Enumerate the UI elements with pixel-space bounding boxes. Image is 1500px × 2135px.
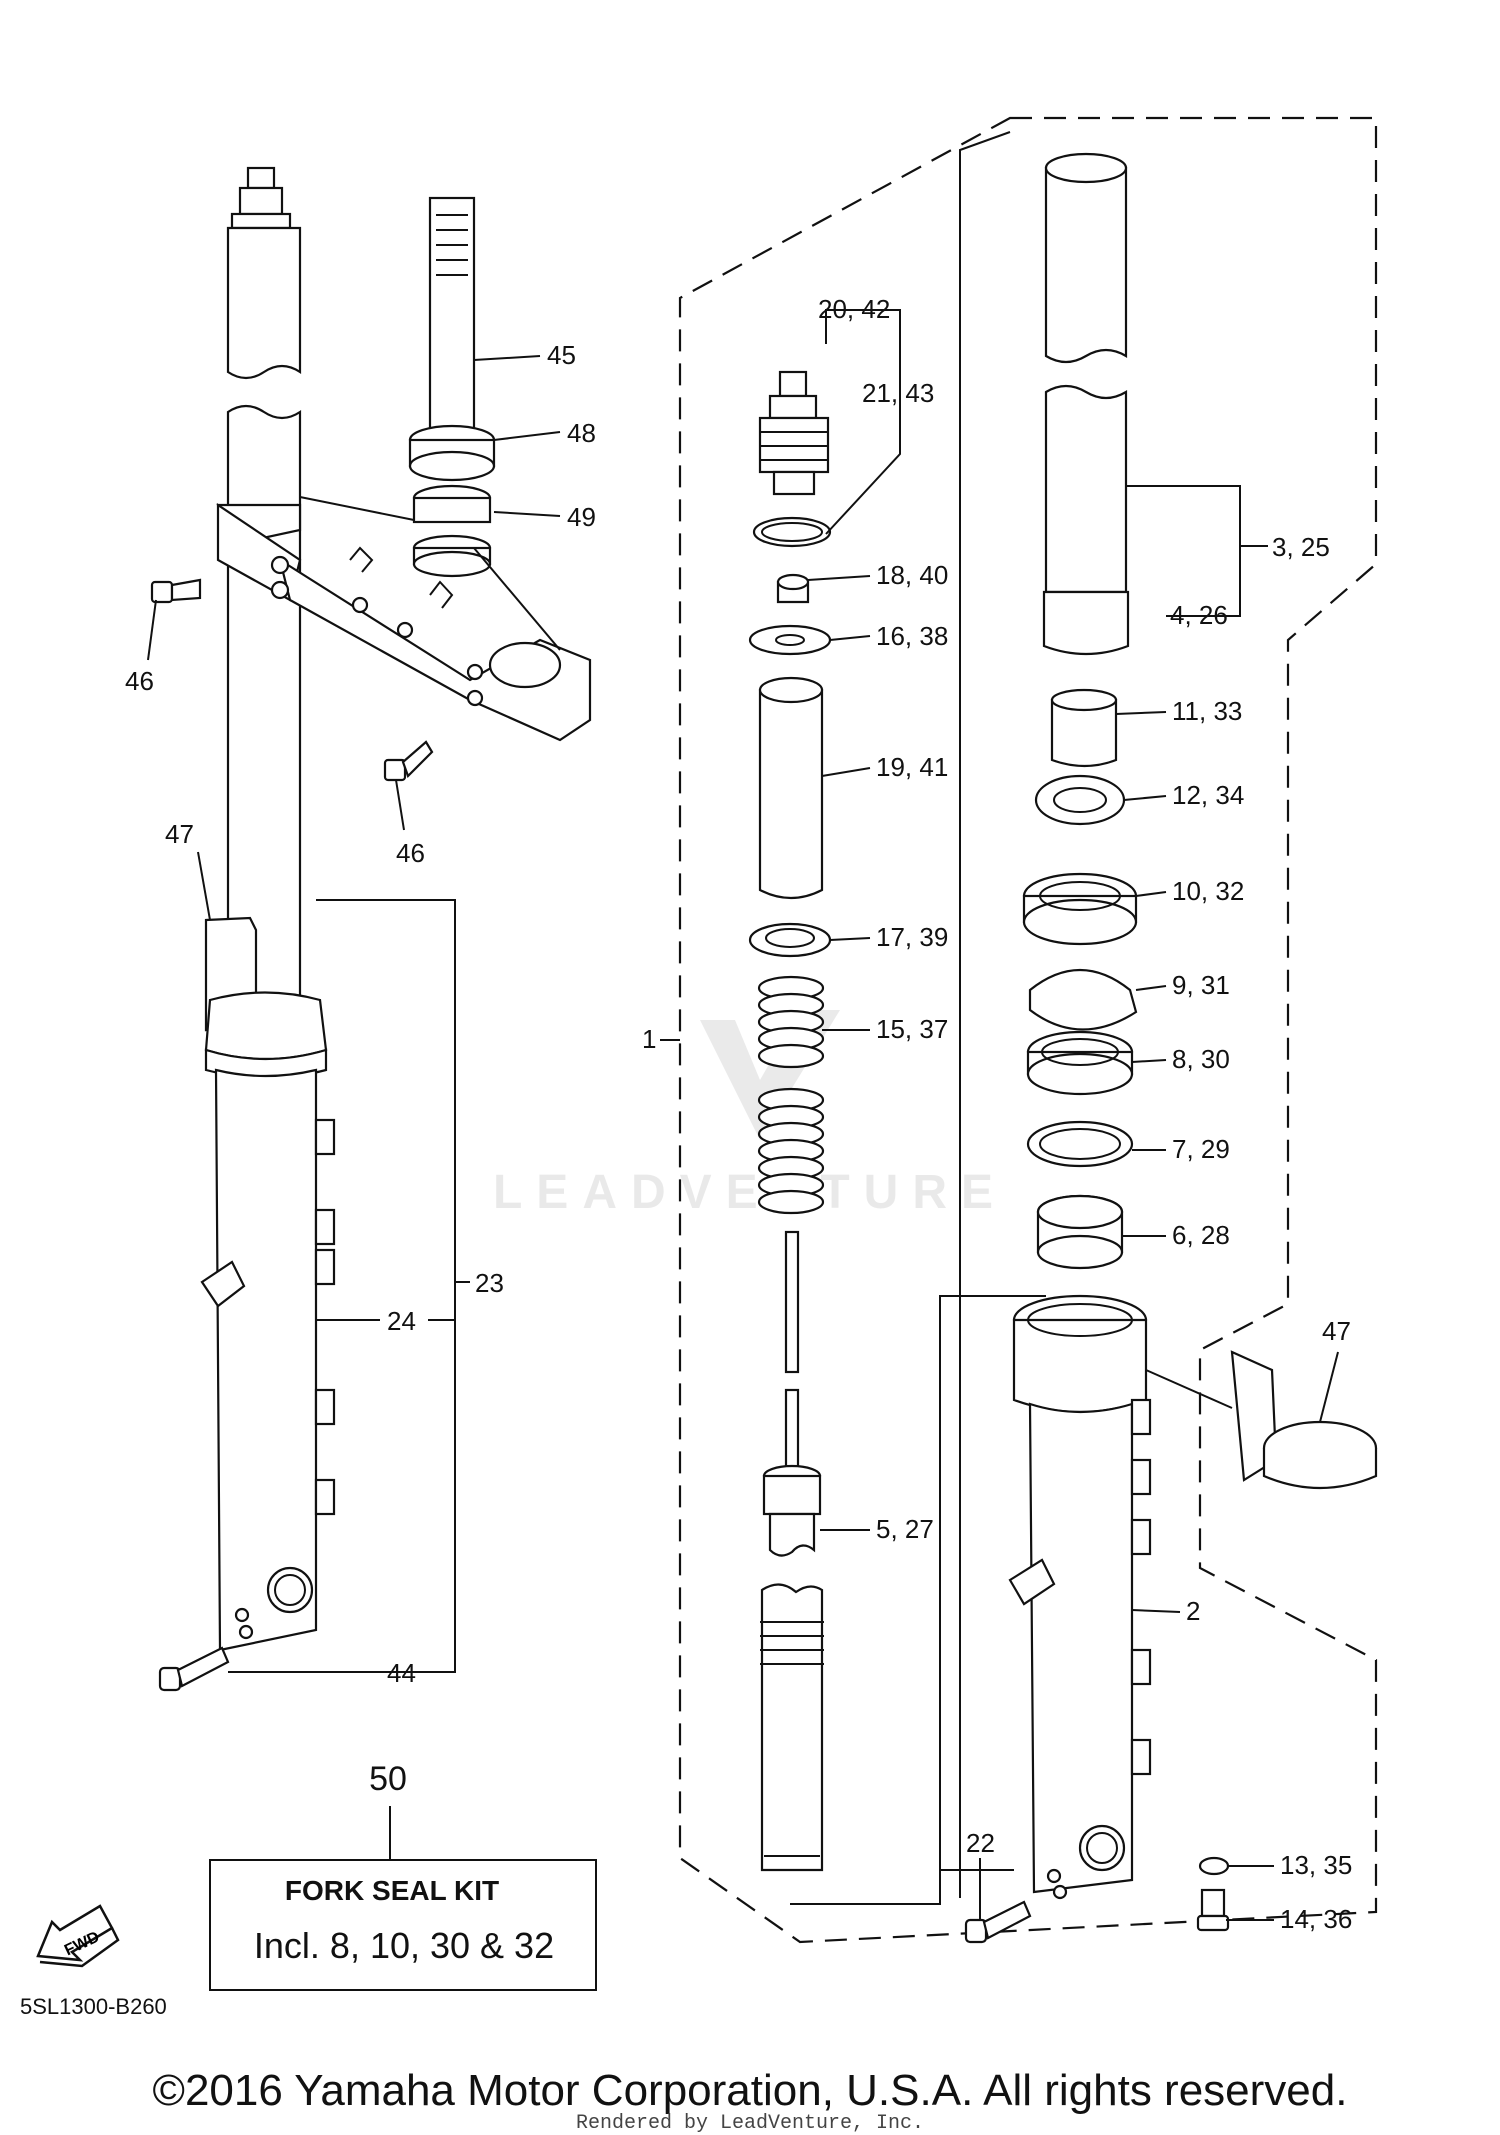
callout-3-25: 3, 25 <box>1272 532 1330 562</box>
callout-17-39: 17, 39 <box>876 922 948 952</box>
callout-2: 2 <box>1186 1596 1200 1626</box>
callout-44: 44 <box>387 1658 416 1688</box>
callout-49: 49 <box>567 502 596 532</box>
callout-21-43: 21, 43 <box>862 378 934 408</box>
assembly-boundary <box>678 116 1378 1944</box>
left-leaders <box>147 355 561 1673</box>
cartridge-parts <box>748 370 832 1872</box>
callout-20-42: 20, 42 <box>818 294 890 324</box>
callout-13-35: 13, 35 <box>1280 1850 1352 1880</box>
callout-8-30: 8, 30 <box>1172 1044 1230 1074</box>
fwd-arrow-icon <box>36 1904 120 1968</box>
left-fork-assembly <box>150 166 592 1692</box>
bolt-46-lower <box>383 740 434 782</box>
callout-16-38: 16, 38 <box>876 621 948 651</box>
callout-48: 48 <box>567 418 596 448</box>
callout-15-37: 15, 37 <box>876 1014 948 1044</box>
callout-22: 22 <box>966 1828 995 1858</box>
right-leaders <box>660 131 1339 1921</box>
kit-box <box>209 1859 597 1991</box>
callout-14-36: 14, 36 <box>1280 1904 1352 1934</box>
diagram-code: 5SL1300-B260 <box>20 1994 167 2019</box>
callout-18-40: 18, 40 <box>876 560 948 590</box>
callout-24: 24 <box>387 1306 416 1336</box>
kit-includes: Incl. 8, 10, 30 & 32 <box>254 1925 554 1966</box>
bolt-46-upper <box>150 578 202 604</box>
callout-9-31: 9, 31 <box>1172 970 1230 1000</box>
callout-47-right: 47 <box>1322 1316 1351 1346</box>
callout-7-29: 7, 29 <box>1172 1134 1230 1164</box>
callout-5-27: 5, 27 <box>876 1514 934 1544</box>
callout-47-left: 47 <box>165 819 194 849</box>
kit-title: FORK SEAL KIT <box>285 1875 499 1906</box>
callout-50: 50 <box>369 1760 407 1798</box>
callout-6-28: 6, 28 <box>1172 1220 1230 1250</box>
callout-45: 45 <box>547 340 576 370</box>
copyright-notice: ©2016 Yamaha Motor Corporation, U.S.A. A… <box>152 2066 1348 2115</box>
callout-11-33: 11, 33 <box>1172 696 1242 726</box>
fork-spring <box>757 975 825 1215</box>
watermark-text: LEADVENTURE <box>493 1166 1007 1219</box>
right-parts <box>964 152 1378 1944</box>
callout-23: 23 <box>475 1268 504 1298</box>
callout-12-34: 12, 34 <box>1172 780 1244 810</box>
fork-seal-kit: 50 FORK SEAL KIT Incl. 8, 10, 30 & 32 <box>209 1760 597 1991</box>
callout-46-lower: 46 <box>396 838 425 868</box>
callout-1: 1 <box>642 1024 656 1054</box>
callout-4-26: 4, 26 <box>1170 600 1228 630</box>
callout-19-41: 19, 41 <box>876 752 948 782</box>
rendered-by-notice: Rendered by LeadVenture, Inc. <box>575 2112 925 2135</box>
callout-46-upper: 46 <box>125 666 154 696</box>
callout-10-32: 10, 32 <box>1172 876 1244 906</box>
